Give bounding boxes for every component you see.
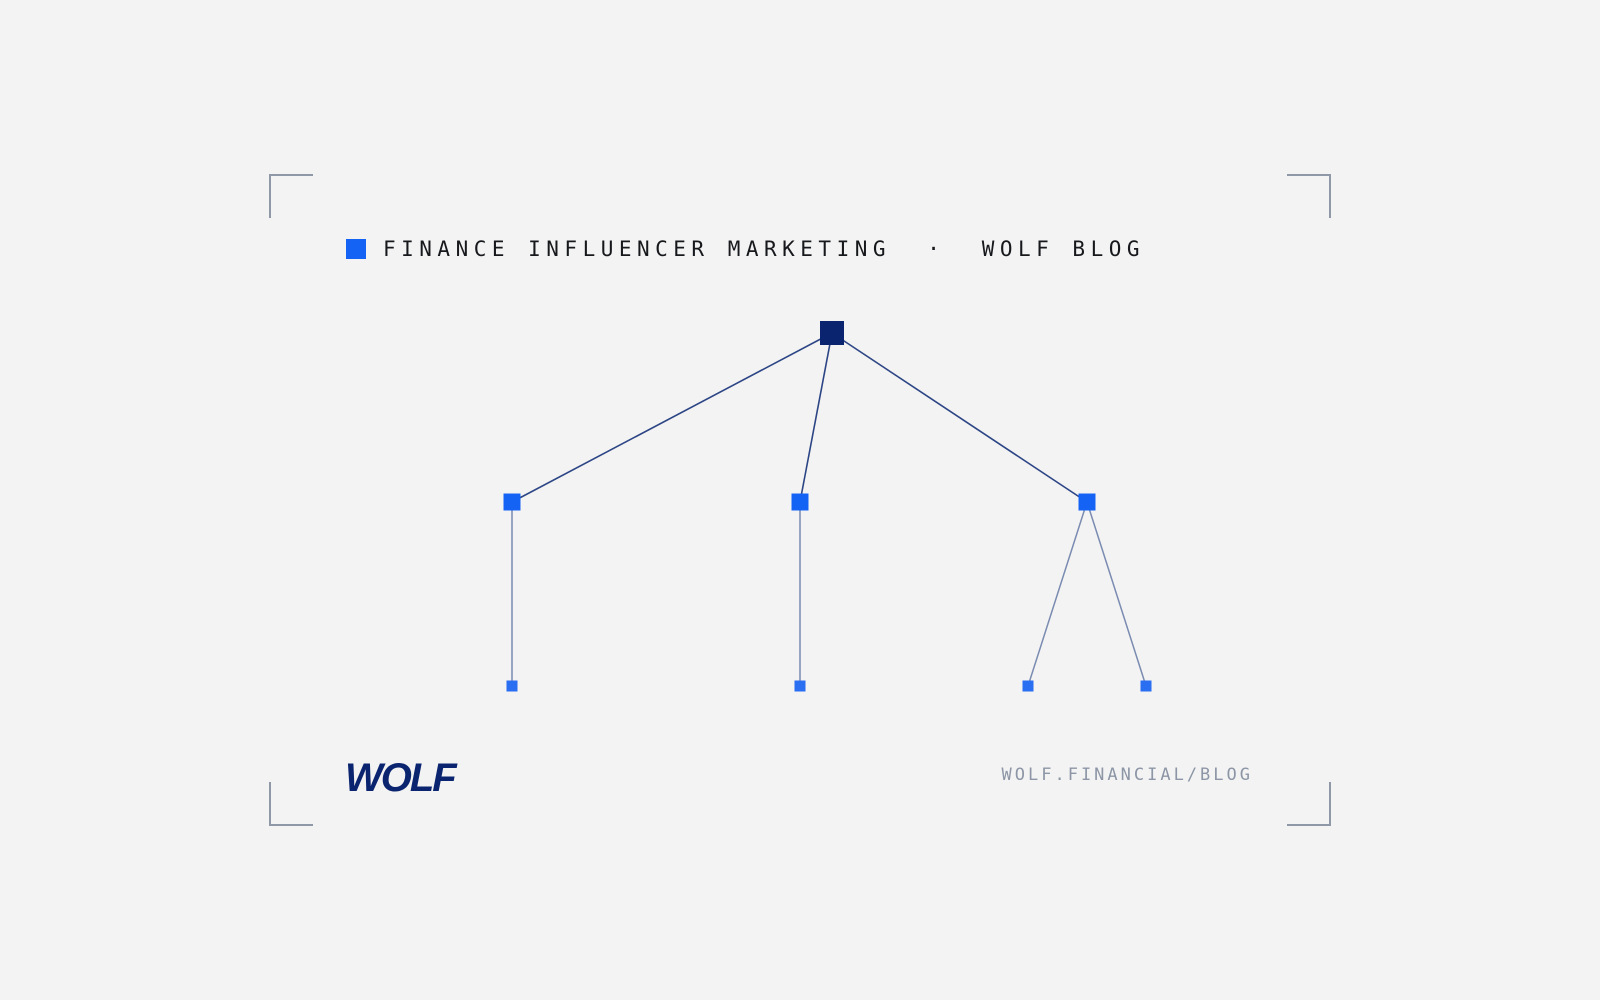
tree-edge-root-branch-1 — [511, 332, 833, 503]
tree-branch-node — [1078, 493, 1096, 511]
tree-edge-root-branch-2 — [799, 332, 833, 503]
frame-corner-top-right — [1287, 174, 1331, 218]
frame-corner-bottom-right — [1287, 782, 1331, 826]
tree-leaf-node — [506, 680, 518, 692]
tree-nodes — [503, 321, 1152, 692]
wolf-logo: WOLF — [345, 758, 460, 793]
tree-leaf-node — [1022, 680, 1034, 692]
tree-root-node — [820, 321, 844, 345]
svg-text:WOLF: WOLF — [345, 758, 458, 793]
tree-edge-branch-3-leaf-4 — [1086, 501, 1147, 687]
tree-edge-root-branch-3 — [831, 332, 1088, 503]
tree-branch-node — [791, 493, 809, 511]
tree-leaf-node — [794, 680, 806, 692]
frame-corner-top-left — [269, 174, 313, 218]
tree-leaf-node — [1140, 680, 1152, 692]
frame-corner-bottom-left — [269, 782, 313, 826]
square-bullet-icon — [346, 239, 366, 259]
header-title: FINANCE INFLUENCER MARKETING · WOLF BLOG — [383, 237, 1146, 261]
tree-edge-branch-3-leaf-3 — [1027, 501, 1088, 687]
tree-branch-node — [503, 493, 521, 511]
tree-edges — [511, 332, 1147, 687]
site-url: WOLF.FINANCIAL/BLOG — [1001, 765, 1253, 785]
page-header: FINANCE INFLUENCER MARKETING · WOLF BLOG — [346, 238, 1145, 260]
